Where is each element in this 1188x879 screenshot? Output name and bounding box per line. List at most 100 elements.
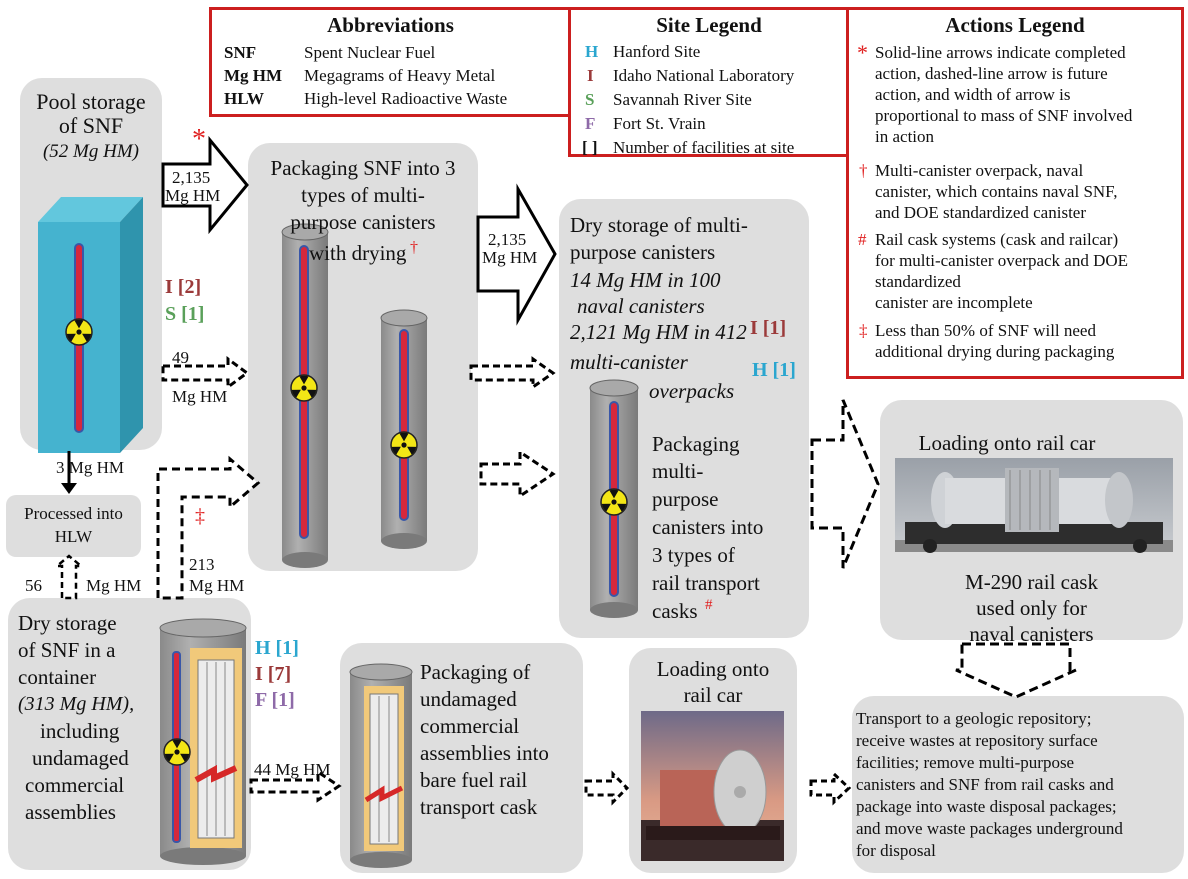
flow-star: * [192,124,206,155]
abbrev-code-1: SNF [224,43,257,62]
railcar1-caption-3: naval canisters [969,622,1094,646]
action-1-line-4: proportional to mass of SNF involved [875,106,1133,125]
action-hash-sym: # [858,230,867,249]
flow-arrow-railcar-repository [955,642,1077,699]
site-sym-i: I [587,66,594,85]
railcar1-caption-1: M-290 rail cask [965,570,1098,594]
repository-line-1: Transport to a geologic repository; [856,709,1092,728]
dry-storage-line-1: Dry storage of multi- [570,213,748,237]
dry-storage-line-2: purpose canisters [570,240,716,264]
flow-arrow-railcar2-repository [809,770,852,806]
action-ddagger-sym: ‡ [859,321,868,340]
flow-a3-line-1: 49 [172,348,189,367]
flow-a5-line-1: 56 [25,576,42,595]
railcar2-line-2: rail car [683,683,743,707]
site-legend-title: Site Legend [656,13,762,37]
barefuel-line-4: assemblies into [420,741,549,765]
abbrev-code-3: HLW [224,89,265,108]
hlw-box [6,495,141,557]
action-2-line-2: canister, which contains naval SNF, [875,182,1118,201]
actions-legend-title: Actions Legend [945,13,1085,37]
drycontainer-line-5: undamaged [32,746,129,770]
dry-storage-naval-1: 14 Mg HM in 100 [570,268,721,292]
site-desc-brackets: Number of facilities at site [613,138,795,157]
railcar1-caption-2: used only for [976,596,1087,620]
action-3-line-4: canister are incomplete [875,293,1033,312]
pk-line-4: canisters into [652,515,764,539]
packaging-line-2: types of multi- [301,183,425,207]
actions-legend: Actions Legend * Solid-line arrows indic… [846,7,1184,379]
abbreviations-legend: Abbreviations SNF Spent Nuclear Fuel Mg … [209,7,572,117]
abbrev-desc-2: Megagrams of Heavy Metal [304,66,496,85]
action-2-line-1: Multi-canister overpack, naval [875,161,1084,180]
pk-line-6: rail transport [652,571,760,595]
action-star-sym: * [857,40,868,65]
packaging-line-3: purpose canisters [290,210,436,234]
drycontainer-line-4: including [40,719,120,743]
pk-line-5: 3 types of [652,543,735,567]
hlw-line-2: HLW [54,527,93,546]
site-desc-i: Idaho National Laboratory [613,66,795,85]
dry-storage-mco-3: overpacks [649,379,735,403]
flow-a5-line-2: Mg HM [86,576,142,595]
site-sym-brackets: [ ] [582,138,598,157]
action-1-line-1: Solid-line arrows indicate completed [875,43,1126,62]
flow-a2-line-1: 2,135 [488,230,527,249]
packaging-line-1: Packaging SNF into 3 [270,156,456,180]
site-sym-f: F [585,114,596,133]
pool-title-2: of SNF [58,113,124,138]
pk-line-1: Packaging [652,432,740,456]
dry-storage-site-i: I [1] [750,317,787,339]
flow-a1-line-1: 2,135 [172,168,211,187]
dry-storage-site-h: H [1] [752,359,796,381]
flow-a2-line-2: Mg HM [482,248,538,267]
drycontainer-site-i: I [7] [255,663,292,685]
action-3-line-1: Rail cask systems (cask and railcar) [875,230,1119,249]
action-4-line-2: additional drying during packaging [875,342,1115,361]
drycontainer-line-1: Dry storage [18,611,117,635]
pk-line-2: multi- [652,459,704,483]
site-desc-f: Fort St. Vrain [613,114,706,133]
pool-mass: (52 Mg HM) [42,141,140,162]
site-legend: Site Legend H Hanford Site I Idaho Natio… [568,7,850,157]
repository-line-6: and move waste packages underground [856,819,1123,838]
drycontainer-mass: (313 Mg HM), [18,693,135,715]
flow-a6-line-2: Mg HM [189,576,245,595]
drycontainer-line-6: commercial [25,773,125,797]
action-4-line-1: Less than 50% of SNF will need [875,321,1096,340]
action-1-line-3: action, and width of arrow is [875,85,1071,104]
barefuel-line-1: Packaging of [420,660,531,684]
flow-a6-ddagger: ‡ [195,505,205,527]
flow-a4: 3 Mg HM [56,458,125,477]
flow-a1-line-2: Mg HM [165,186,221,205]
barefuel-line-2: undamaged [420,687,517,711]
flow-a6-line-1: 213 [189,555,215,574]
repository-line-4: canisters and SNF from rail casks and [856,775,1114,794]
packaging-dagger: † [410,239,418,256]
abbreviations-title: Abbreviations [327,13,454,37]
repository-line-2: receive wastes at repository surface [856,731,1098,750]
flow-a3-line-2: Mg HM [172,387,228,406]
abbrev-desc-3: High-level Radioactive Waste [304,89,508,108]
flow-a7: 44 Mg HM [254,760,331,779]
pk-line-3: purpose [652,487,719,511]
pool-title-1: Pool storage [36,89,146,114]
flow-arrow-barefuel-railcar [584,770,630,806]
flow-arrow-dry-railcar [810,399,880,569]
action-1-line-5: in action [875,127,935,146]
site-sym-s: S [585,90,595,109]
dry-storage-naval-2: naval canisters [577,294,705,318]
action-3-line-3: standardized [875,272,961,291]
action-2-line-3: and DOE standardized canister [875,203,1086,222]
pool-site-s: S [1] [165,303,205,325]
barefuel-line-3: commercial [420,714,520,738]
dry-storage-mco-2: multi-canister [570,350,688,374]
flow-arrow-56 [53,554,85,600]
repository-line-3: facilities; remove multi-purpose [856,753,1075,772]
abbrev-code-2: Mg HM [224,66,283,85]
railcar1-title: Loading onto rail car [918,431,1096,455]
action-dagger-sym: † [859,161,868,180]
pk-line-7: casks [652,599,698,623]
drycontainer-site-f: F [1] [255,689,295,711]
pool-site-i: I [2] [165,276,202,298]
